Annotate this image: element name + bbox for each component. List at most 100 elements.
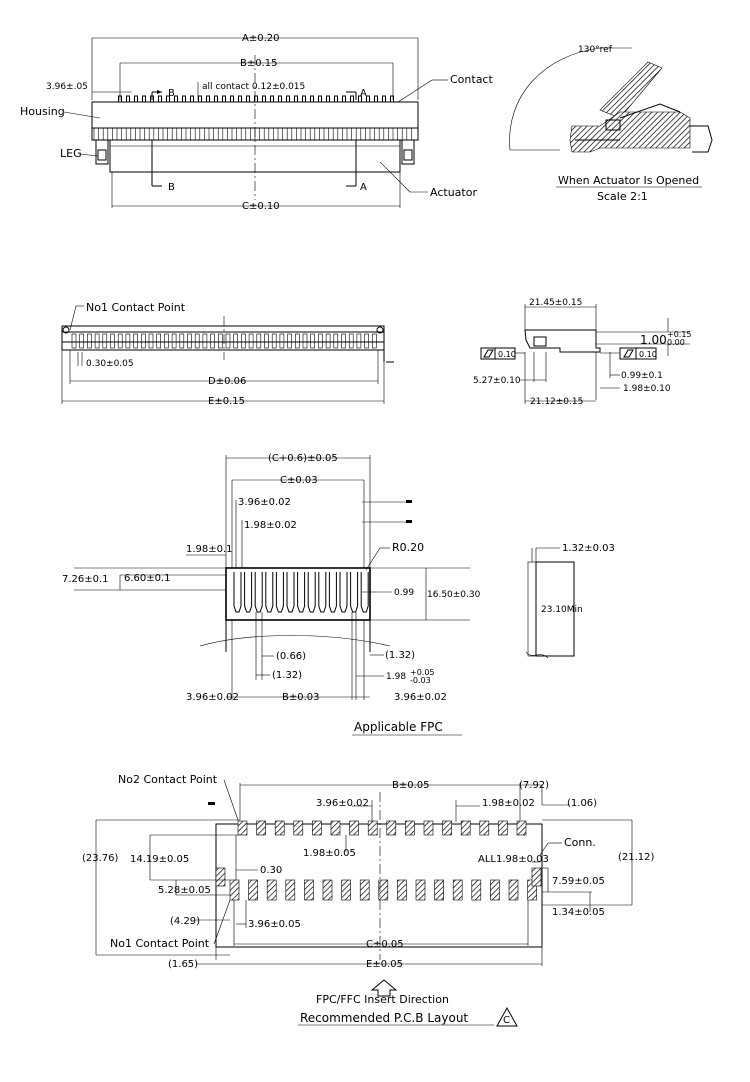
- contact-tip: [270, 95, 274, 103]
- pcb-pad-bottom: [490, 879, 500, 901]
- contact-tip: [230, 95, 234, 103]
- contact-tip: [326, 95, 330, 103]
- fpc-bottom-left: 3.96±0.02: [186, 692, 239, 703]
- pcb-no1-contact: No1 Contact Point: [110, 937, 210, 950]
- pcb-pad-bottom: [415, 879, 426, 901]
- pcb-caption: Recommended P.C.B Layout: [300, 1011, 468, 1025]
- contact-tip: [174, 95, 178, 103]
- pcb-pad-bottom: [508, 879, 519, 901]
- front-pin: [225, 333, 231, 349]
- pcb-pad-top: [460, 820, 471, 836]
- side-tol-upper: +0.15: [667, 330, 692, 339]
- pcb-dim-1419: 14.19±0.05: [130, 854, 189, 865]
- front-pin: [102, 333, 108, 349]
- insert-direction-arrow: [370, 979, 398, 997]
- pcb-dim-429: (4.29): [170, 916, 200, 927]
- fpc-finger: [265, 572, 274, 613]
- front-pin: [125, 333, 131, 349]
- pcb-dim-198: 1.98±0.02: [482, 798, 535, 809]
- front-pin: [333, 333, 339, 349]
- fpc-finger: [339, 572, 348, 613]
- pcb-dim-396b: 3.96±0.05: [248, 919, 301, 930]
- front-pin: [287, 333, 292, 349]
- contact-tip: [310, 95, 314, 103]
- pcb-pad-bottom: [248, 879, 258, 901]
- contact-tip: [366, 95, 370, 103]
- pcb-pad-top: [274, 820, 285, 836]
- front-pin: [233, 333, 238, 349]
- pcb-pad-bottom: [285, 879, 296, 901]
- fpc-finger: [244, 572, 253, 613]
- section-b-top: B: [168, 88, 175, 99]
- front-pin: [248, 333, 254, 349]
- fpc-dim-198-01: 1.98±0.1: [186, 544, 233, 555]
- fpc-dim-726: 7.26±0.1: [62, 574, 109, 585]
- front-pin: [325, 333, 331, 349]
- fpc-finger: [297, 572, 306, 613]
- fpc-dim-198-tol-up: +0.05: [410, 668, 435, 677]
- fpc-fingers: [233, 572, 369, 613]
- pcb-dim-all: ALL1.98±0.03: [478, 854, 549, 865]
- dim-c-label: C±0.10: [242, 201, 280, 212]
- pcb-pad-top: [312, 820, 322, 836]
- pcb-dim-134: 1.34±0.05: [552, 907, 605, 918]
- front-pin: [164, 333, 169, 349]
- pcb-pad-bottom: [452, 879, 463, 901]
- fpc-bottom-mid: B±0.03: [282, 692, 320, 703]
- fpc-dim-396: 3.96±0.02: [238, 497, 291, 508]
- pcb-dim-106: (1.06): [567, 798, 597, 809]
- pcb-pads: [215, 820, 542, 901]
- contact-tip: [302, 95, 306, 103]
- contact-tip: [182, 95, 186, 103]
- pcb-pad-top: [423, 820, 434, 836]
- fpc-dim-099: 0.99: [394, 588, 414, 598]
- contact-tip: [134, 95, 138, 103]
- contact-tip: [382, 95, 386, 103]
- fpc-view: (C+0.6)±0.05 C±0.03 3.96±0.02 1.98±0.02 …: [62, 453, 615, 736]
- fpc-finger: [275, 572, 284, 613]
- fpc-finger: [350, 572, 359, 613]
- pcb-revision: C: [503, 1015, 510, 1026]
- front-pin: [341, 333, 346, 349]
- pcb-pad-top: [237, 820, 248, 836]
- fpc-dim-c06: (C+0.6)±0.05: [268, 453, 338, 464]
- pcb-pad-top: [498, 820, 508, 836]
- fpc-dim-198-tol-dn: -0.03: [410, 676, 431, 685]
- pcb-dim-c005: C±0.05: [366, 939, 404, 950]
- contact-tip: [262, 95, 266, 103]
- section-a-bottom: A: [360, 182, 367, 193]
- pcb-pad-top: [442, 820, 452, 836]
- top-view: A±0.20 B±0.15 3.96±.05 all contact 0.12±…: [20, 33, 493, 212]
- contact-tip: [390, 95, 394, 103]
- pcb-dim-b005: B±0.05: [392, 780, 430, 791]
- front-pin: [187, 333, 192, 349]
- front-pin: [279, 333, 285, 349]
- front-pin: [87, 333, 92, 349]
- pcb-conn-label: Conn.: [564, 836, 596, 849]
- front-pin: [171, 333, 177, 349]
- pcb-dim-e005: E±0.05: [366, 959, 403, 970]
- pcb-dim-2376: (23.76): [82, 853, 119, 864]
- dim-a-label: A±0.20: [242, 33, 280, 44]
- contact-tip: [318, 95, 322, 103]
- fpc-dim-198-tol: 1.98: [386, 672, 406, 682]
- front-pin: [218, 333, 223, 349]
- front-pin: [318, 333, 323, 349]
- side-height-label: 1.00: [640, 333, 667, 347]
- angle-label: 130°ref: [578, 45, 613, 55]
- fpc-finger: [233, 572, 242, 613]
- contact-thickness-label: all contact 0.12±0.015: [202, 82, 305, 92]
- front-pin: [179, 333, 185, 349]
- front-pin: [133, 333, 138, 349]
- front-pins: [71, 333, 377, 349]
- flatness-right: 0.10: [639, 350, 657, 359]
- housing-label: Housing: [20, 105, 65, 118]
- contact-tip: [350, 95, 354, 103]
- fpc-finger: [328, 572, 337, 613]
- pcb-dim-759: 7.59±0.05: [552, 876, 605, 887]
- no1-contact-label: No1 Contact Point: [86, 301, 186, 314]
- pcb-pad-bottom: [322, 879, 333, 901]
- dim-d-label: D±0.06: [208, 376, 246, 387]
- contact-tip: [238, 95, 242, 103]
